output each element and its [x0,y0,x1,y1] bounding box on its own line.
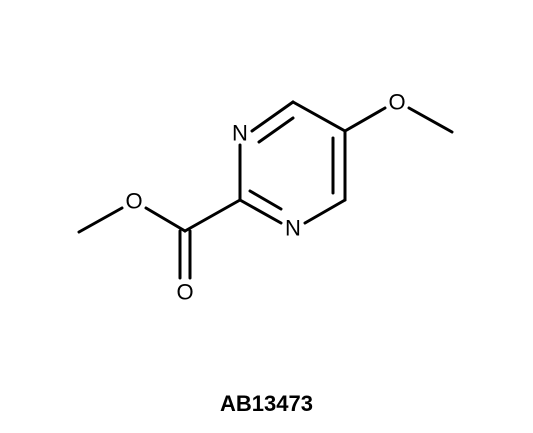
compound-id-label: AB13473 [220,391,313,416]
bond-n-top-c6 [250,100,295,133]
atom-n-top: N [232,121,248,146]
bond-n-bottom-c2 [238,198,283,225]
bond-n-top-c6-inner [257,116,295,144]
bond-o-methoxy-ch3 [407,106,454,134]
bond-c4-n-bottom [303,198,347,225]
atom-o-methoxy: O [388,90,405,115]
bond-c6-c5 [291,100,347,133]
bond-c2-carbonyl-c [183,198,242,233]
bond-carbonyl-c-o-ester [144,206,187,233]
atom-n-bottom: N [285,216,301,241]
bond-n-bottom-c2-inner [248,189,283,211]
atom-o-ester: O [125,189,142,214]
bond-c5-o-methoxy [343,106,387,133]
atom-o-carbonyl: O [176,280,193,305]
bond-o-ester-ch3 [77,206,124,234]
